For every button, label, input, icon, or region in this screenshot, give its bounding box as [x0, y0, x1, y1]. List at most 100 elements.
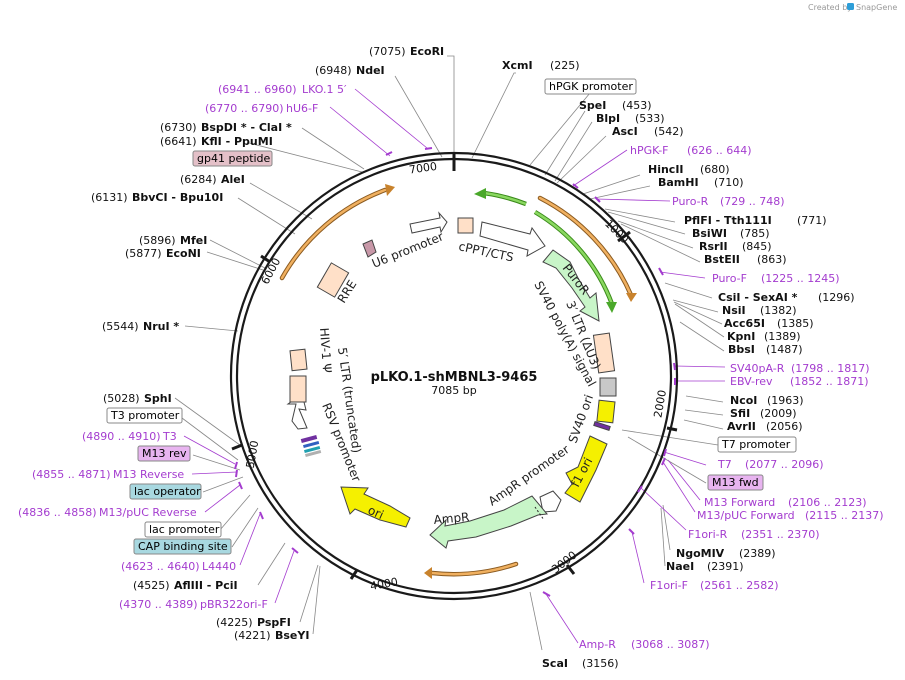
ebvrev-label[interactable]: EBV-rev [730, 375, 773, 388]
bamhi-label[interactable]: BamHI [658, 176, 699, 189]
avrii-label[interactable]: AvrII [727, 420, 756, 433]
f1orif-label[interactable]: F1ori-F [650, 579, 688, 592]
acc65i-line [673, 301, 723, 325]
m13-rev-box[interactable] [137, 445, 191, 462]
econi-line [206, 251, 264, 271]
nrui-label[interactable]: NruI * [143, 320, 179, 333]
bsteii-label[interactable]: BstEII [704, 253, 740, 266]
ngomiv-label[interactable]: NgoMIV [676, 547, 725, 560]
gp41-peptide-box[interactable] [192, 150, 273, 167]
purof-label[interactable]: Puro-F [712, 272, 747, 285]
cppt-box [457, 217, 474, 234]
nsii-label[interactable]: NsiI [722, 304, 746, 317]
hu6f-label[interactable]: hU6-F [286, 102, 318, 115]
sphi-label[interactable]: SphI [144, 392, 172, 405]
m13reverse-range: (4855 .. 4871) [32, 468, 111, 481]
bspdi-pos: (6730) [160, 121, 197, 134]
blpi-label[interactable]: BlpI [596, 112, 620, 125]
ecori-label[interactable]: EcoRI [410, 45, 444, 58]
puror-primer-label[interactable]: Puro-R [672, 195, 709, 208]
lko1-range: (6941 .. 6960) [218, 83, 297, 96]
puror-arrow [542, 249, 600, 322]
cap-binding-site-box[interactable] [133, 538, 232, 555]
f1orir-label[interactable]: F1ori-R [688, 528, 728, 541]
t3-promoter-box[interactable] [106, 407, 183, 424]
acc65i-label[interactable]: Acc65I [724, 317, 765, 330]
tick-7000: 7000 [408, 160, 438, 177]
econi-label[interactable]: EcoNI [166, 247, 201, 260]
naei-label[interactable]: NaeI [666, 560, 694, 573]
bsiwi-label[interactable]: BsiWI [692, 227, 727, 240]
hpgkf-label[interactable]: hPGK-F [630, 144, 668, 157]
scai-pos: (3156) [582, 657, 619, 670]
alei-label[interactable]: AleI [221, 173, 245, 186]
pspfi-label[interactable]: PspFI [257, 616, 291, 629]
pflfi-line [604, 208, 676, 223]
nsii-line [672, 299, 719, 313]
bspdi-label[interactable]: BspDI * - ClaI * [201, 121, 292, 134]
hpgk-line [529, 92, 591, 166]
t3-label[interactable]: T3 [162, 430, 177, 443]
pflfi-label[interactable]: PflFI - Tth111I [684, 214, 772, 227]
m13pucrev-label[interactable]: M13/pUC Reverse [99, 506, 197, 519]
hivpsi-box [289, 348, 308, 372]
asci-label[interactable]: AscI [612, 125, 638, 138]
ncoi-label[interactable]: NcoI [730, 394, 757, 407]
gp41-box [362, 239, 377, 258]
purof-range: (1225 .. 1245) [761, 272, 840, 285]
lac-promoter-box[interactable] [144, 521, 222, 538]
blpi-pos: (533) [635, 112, 665, 125]
lac-operator-box[interactable] [129, 483, 202, 500]
primer-lines [183, 88, 726, 644]
nsii-pos: (1382) [760, 304, 797, 317]
m13reverse-label[interactable]: M13 Reverse [113, 468, 184, 481]
m13-fwd-box[interactable] [707, 474, 764, 491]
hincii-line [582, 174, 641, 195]
m13-rev-label: M13 rev [142, 447, 187, 460]
asci-pos: (542) [654, 125, 684, 138]
ngomiv-pos: (2389) [739, 547, 776, 560]
xcmi-label[interactable]: XcmI [502, 59, 533, 72]
primer-marks [234, 147, 676, 597]
l4440-label[interactable]: L4440 [202, 560, 236, 573]
hincii-pos: (680) [700, 163, 730, 176]
t7-label[interactable]: T7 [717, 458, 732, 471]
xcmi-pos: (225) [550, 59, 580, 72]
sfii-label[interactable]: SfiI [730, 407, 750, 420]
credit-brand: SnapGene [856, 3, 897, 12]
kpni-pos: (1389) [764, 330, 801, 343]
ndei-label[interactable]: NdeI [356, 64, 385, 77]
asci-line [556, 135, 607, 184]
green-arrowhead-2 [606, 302, 617, 313]
rsrii-label[interactable]: RsrII [699, 240, 728, 253]
f1orir-line [640, 487, 687, 531]
orange-arrowhead-3 [424, 567, 432, 579]
bspdi-line [301, 127, 365, 170]
afliii-label[interactable]: AflIII - PciI [174, 579, 238, 592]
kfli-label[interactable]: KflI - PpuMI [201, 135, 273, 148]
plasmid-length: 7085 bp [431, 384, 476, 397]
t3-promoter-label: T3 promoter [110, 409, 180, 422]
bbvci-label[interactable]: BbvCI - Bpu10I [132, 191, 223, 204]
ampr-primer-label[interactable]: Amp-R [579, 638, 616, 651]
pbr-line [274, 550, 295, 604]
spei-label[interactable]: SpeI [579, 99, 606, 112]
lko1-label[interactable]: LKO.1 5′ [302, 83, 347, 96]
m13forward-label[interactable]: M13 Forward [704, 496, 775, 509]
hincii-label[interactable]: HincII [648, 163, 684, 176]
sv40par-line [674, 365, 726, 368]
t3-promoter-line [181, 417, 239, 461]
bseyi-label[interactable]: BseYI [275, 629, 309, 642]
mfei-label[interactable]: MfeI [180, 234, 207, 247]
hpgk-promoter-box[interactable] [544, 78, 637, 95]
sv40par-label[interactable]: SV40pA-R [730, 362, 785, 375]
scai-label[interactable]: ScaI [542, 657, 568, 670]
kpni-label[interactable]: KpnI [727, 330, 755, 343]
t7-promoter-box[interactable] [717, 436, 797, 453]
bbsi-label[interactable]: BbsI [728, 343, 755, 356]
bsiwi-line [607, 211, 686, 235]
m13pucfwd-label[interactable]: M13/pUC Forward [697, 509, 795, 522]
pspfi-line [299, 564, 319, 623]
pbr-label[interactable]: pBR322ori-F [200, 598, 268, 611]
csii-label[interactable]: CsiI - SexAI * [718, 291, 798, 304]
